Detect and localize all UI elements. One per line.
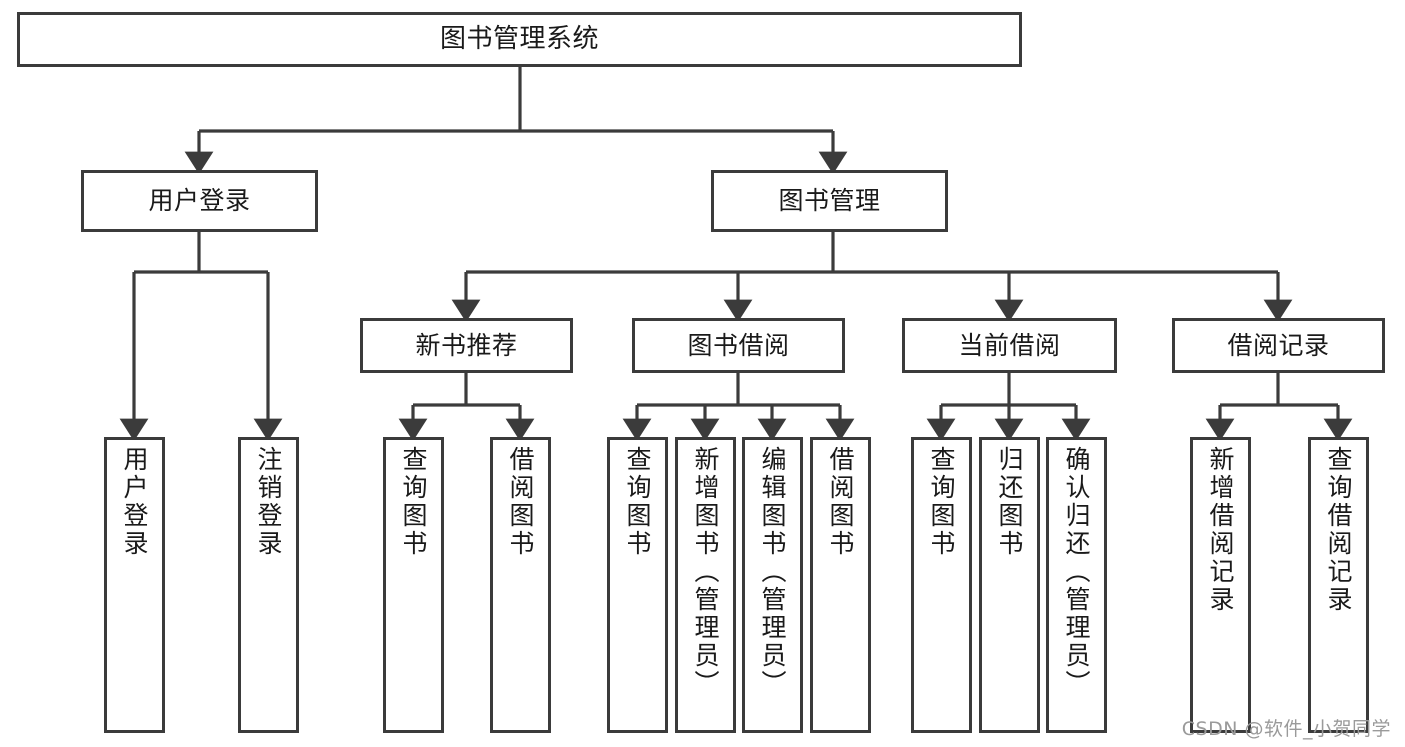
node-leaf-user-login[interactable]: 用户登录 (104, 437, 165, 733)
node-leaf-edit-book-label: 编辑图书（管理员） (758, 446, 787, 698)
node-leaf-return-book-label: 归还图书 (995, 446, 1024, 558)
node-current-borrow[interactable]: 当前借阅 (902, 318, 1117, 373)
node-book-borrow-label: 图书借阅 (687, 330, 790, 360)
node-borrow-record[interactable]: 借阅记录 (1172, 318, 1385, 373)
node-leaf-add-book[interactable]: 新增图书（管理员） (675, 437, 736, 733)
node-leaf-logout[interactable]: 注销登录 (238, 437, 299, 733)
node-leaf-borrow-book-2[interactable]: 借阅图书 (810, 437, 871, 733)
node-leaf-query-record[interactable]: 查询借阅记录 (1308, 437, 1369, 733)
node-leaf-query-book-1[interactable]: 查询图书 (383, 437, 444, 733)
node-leaf-query-book-3[interactable]: 查询图书 (911, 437, 972, 733)
node-leaf-query-book-3-label: 查询图书 (927, 446, 956, 558)
node-leaf-borrow-book-1-label: 借阅图书 (506, 446, 535, 558)
node-user-login[interactable]: 用户登录 (81, 170, 318, 232)
node-new-book-recommend[interactable]: 新书推荐 (360, 318, 573, 373)
watermark: CSDN @软件_小贺同学 (1181, 718, 1391, 740)
node-new-book-recommend-label: 新书推荐 (415, 330, 518, 360)
node-leaf-query-book-2[interactable]: 查询图书 (607, 437, 668, 733)
node-root[interactable]: 图书管理系统 (17, 12, 1022, 67)
node-leaf-borrow-book-2-label: 借阅图书 (826, 446, 855, 558)
node-book-management-label: 图书管理 (778, 186, 881, 215)
node-book-management[interactable]: 图书管理 (711, 170, 948, 232)
node-leaf-add-book-label: 新增图书（管理员） (691, 446, 720, 698)
node-leaf-logout-label: 注销登录 (254, 446, 283, 558)
node-leaf-confirm-return-label: 确认归还（管理员） (1062, 446, 1091, 698)
node-leaf-edit-book[interactable]: 编辑图书（管理员） (742, 437, 803, 733)
node-leaf-query-record-label: 查询借阅记录 (1324, 446, 1353, 614)
node-book-borrow[interactable]: 图书借阅 (632, 318, 845, 373)
node-user-login-label: 用户登录 (148, 186, 251, 215)
node-root-label: 图书管理系统 (439, 23, 599, 54)
node-leaf-add-record[interactable]: 新增借阅记录 (1190, 437, 1251, 733)
node-current-borrow-label: 当前借阅 (958, 330, 1061, 360)
node-leaf-borrow-book-1[interactable]: 借阅图书 (490, 437, 551, 733)
node-leaf-return-book[interactable]: 归还图书 (979, 437, 1040, 733)
node-leaf-add-record-label: 新增借阅记录 (1206, 446, 1235, 614)
node-borrow-record-label: 借阅记录 (1227, 330, 1330, 360)
node-leaf-query-book-1-label: 查询图书 (399, 446, 428, 558)
node-leaf-confirm-return[interactable]: 确认归还（管理员） (1046, 437, 1107, 733)
node-leaf-user-login-label: 用户登录 (120, 446, 149, 558)
node-leaf-query-book-2-label: 查询图书 (623, 446, 652, 558)
